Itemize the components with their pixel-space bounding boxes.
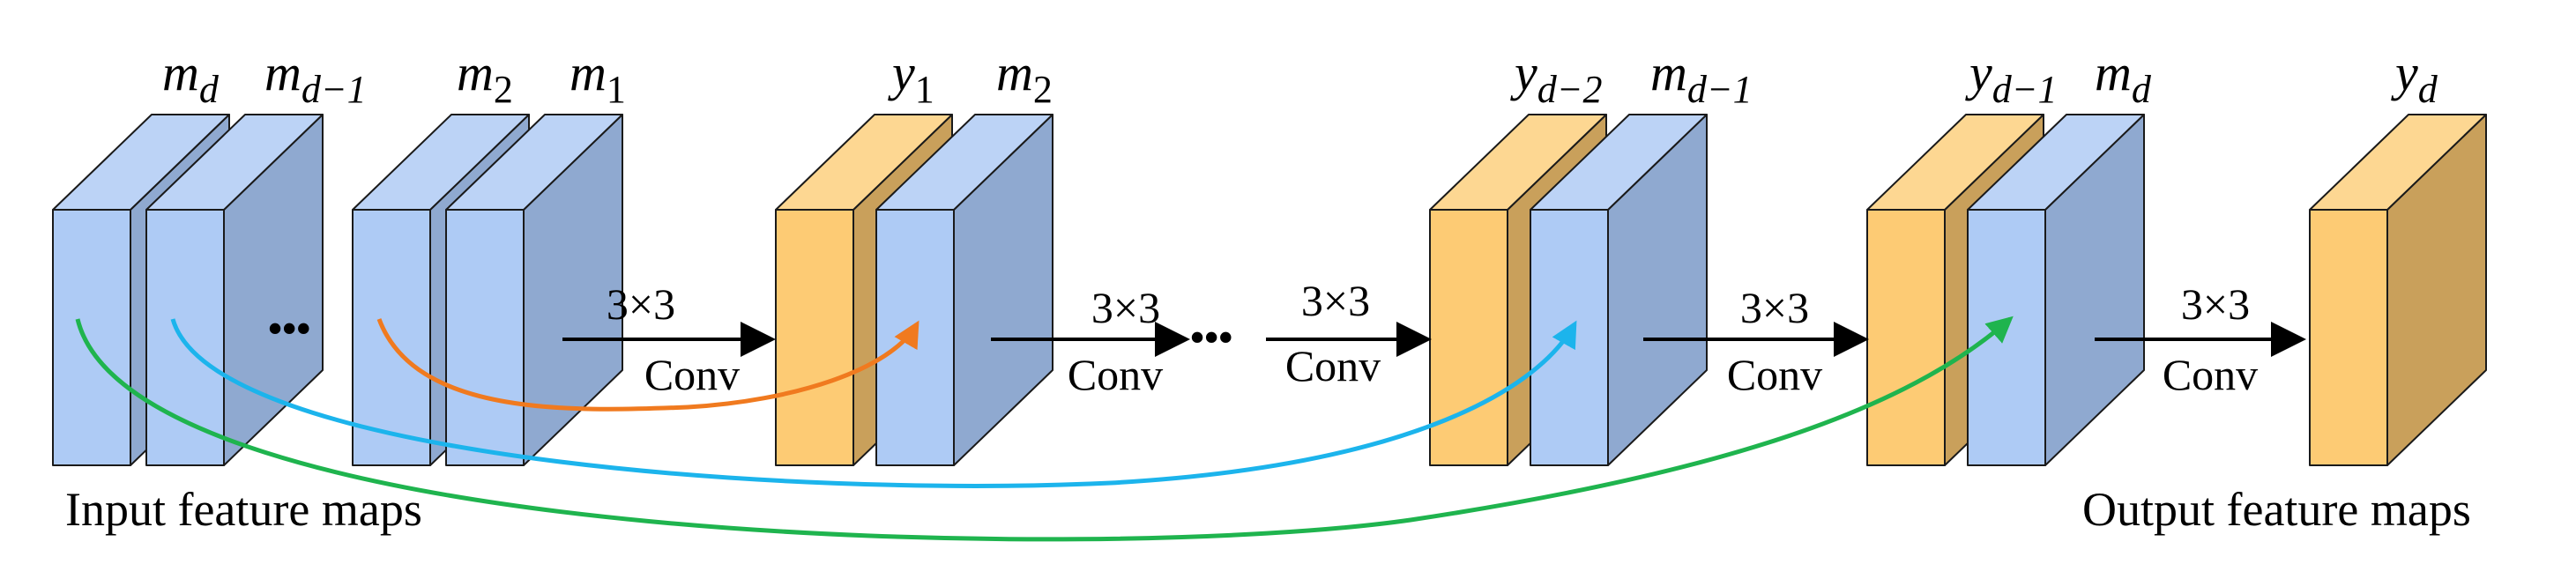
feature-map-blocks bbox=[52, 114, 2487, 466]
op-label-2: Conv bbox=[1068, 350, 1163, 399]
label-y-d-minus-2: yd−2 bbox=[1510, 44, 1602, 111]
label-y-d: yd bbox=[2391, 44, 2438, 111]
kernel-label-3: 3×3 bbox=[1301, 276, 1370, 325]
arc-orange bbox=[376, 318, 919, 412]
label-m-1: m1 bbox=[570, 44, 626, 111]
label-m-d-minus-1: md−1 bbox=[264, 44, 367, 111]
kernel-label-1: 3×3 bbox=[607, 279, 675, 329]
arc-blue bbox=[170, 318, 1577, 488]
ellipsis-input: ••• bbox=[268, 306, 310, 351]
block-m-d-minus-1-front bbox=[145, 209, 225, 466]
input-caption: Input feature maps bbox=[65, 483, 422, 536]
block-m-d-concat bbox=[1967, 114, 2145, 466]
block-y-d-minus-2-front bbox=[1429, 209, 1508, 466]
op-label-5: Conv bbox=[2163, 350, 2258, 399]
label-m-d: md bbox=[162, 44, 220, 111]
label-y-d-minus-1: yd−1 bbox=[1965, 44, 2057, 111]
block-m-2-concat-front bbox=[875, 209, 955, 466]
conv-labels: 3×3 Conv 3×3 Conv 3×3 Conv 3×3 Conv 3×3 … bbox=[607, 276, 2258, 399]
label-m-2-middle: m2 bbox=[996, 44, 1053, 111]
kernel-label-4: 3×3 bbox=[1740, 283, 1809, 332]
block-m-d-minus-1 bbox=[145, 114, 324, 466]
block-m-2-front bbox=[352, 209, 431, 466]
label-m-2-input: m2 bbox=[457, 44, 513, 111]
kernel-label-2: 3×3 bbox=[1091, 283, 1160, 332]
block-y-d-front bbox=[2309, 209, 2388, 466]
skip-connections bbox=[75, 315, 2014, 542]
block-m-d-minus-1-concat-front bbox=[1530, 209, 1609, 466]
block-y-1-front bbox=[775, 209, 854, 466]
block-m-2-concat bbox=[875, 114, 1053, 466]
label-m-d-output: md bbox=[2095, 44, 2152, 111]
kernel-label-5: 3×3 bbox=[2181, 279, 2250, 329]
label-y-1: y1 bbox=[888, 44, 934, 111]
block-y-d-minus-1-front bbox=[1866, 209, 1946, 466]
block-y-d bbox=[2309, 114, 2487, 466]
op-label-4: Conv bbox=[1727, 350, 1822, 399]
label-m-d-minus-1-middle: md−1 bbox=[1650, 44, 1753, 111]
block-m-d-front bbox=[52, 209, 131, 466]
op-label-1: Conv bbox=[644, 350, 740, 399]
ellipsis-middle: ••• bbox=[1190, 315, 1232, 360]
block-m-1-front bbox=[445, 209, 525, 466]
block-m-1 bbox=[445, 114, 623, 466]
block-m-d-concat-front bbox=[1967, 209, 2046, 466]
output-caption: Output feature maps bbox=[2082, 483, 2471, 536]
arc-green bbox=[75, 315, 2014, 542]
op-label-3: Conv bbox=[1285, 341, 1381, 390]
map-labels: md md−1 m2 m1 y1 m2 yd−2 md−1 yd−1 md yd bbox=[162, 44, 2438, 111]
